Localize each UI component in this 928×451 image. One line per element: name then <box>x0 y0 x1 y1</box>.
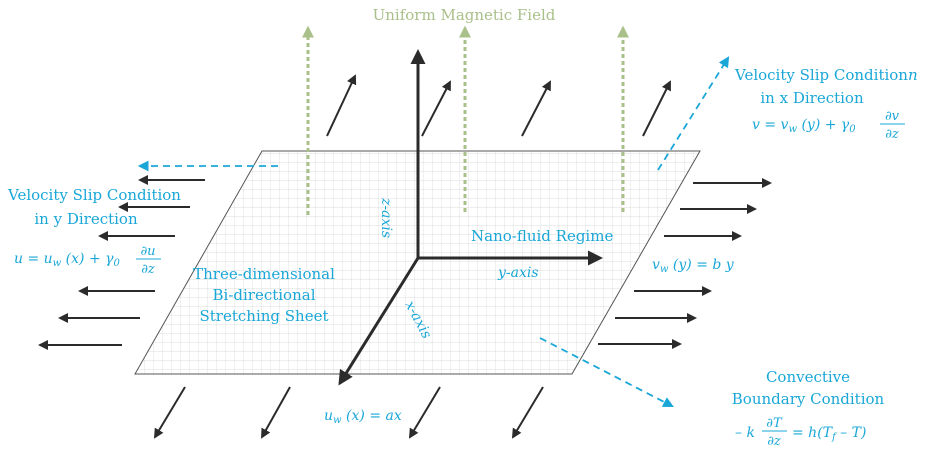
stretch-arrow-top-3 <box>521 80 551 137</box>
svg-text:v = vw (y) + γ0: v = vw (y) + γ0 <box>752 117 856 135</box>
z-axis-label: z-axis <box>378 197 394 238</box>
convective-label: Convective Boundary Condition – k ∂T ∂z … <box>732 368 885 449</box>
cyan-dashed-arrows <box>137 56 730 407</box>
svg-text:in x Direction: in x Direction <box>760 89 864 107</box>
stretch-arrow-bottom-1 <box>153 386 186 439</box>
svg-text:∂z: ∂z <box>767 434 781 449</box>
stretching-sheet <box>134 150 701 375</box>
nano-fluid-regime-label: Nano-fluid Regime <box>471 227 613 245</box>
svg-text:Boundary Condition: Boundary Condition <box>732 390 885 408</box>
stretch-arrow-top-2 <box>421 80 451 137</box>
vw-label: vw (y) = b y <box>652 257 735 275</box>
svg-text:Convective: Convective <box>766 368 850 386</box>
convective-arrow <box>539 337 674 407</box>
velocity-slip-x-label: Velocity Slip Conditionn in x Direction … <box>734 66 918 142</box>
svg-text:u = uw (x) + γ0: u = uw (x) + γ0 <box>14 251 121 269</box>
svg-text:∂z: ∂z <box>885 127 899 142</box>
stretch-arrow-bottom-2 <box>261 386 291 439</box>
velocity-slip-y-label: Velocity Slip Condition in y Direction u… <box>7 186 181 277</box>
stretch-arrow-top-1 <box>326 74 357 137</box>
y-axis-label: y-axis <box>497 265 539 281</box>
svg-text:= h(Tf – T): = h(Tf – T) <box>792 425 866 443</box>
stretching-arrows <box>38 74 772 439</box>
svg-text:in y Direction: in y Direction <box>34 210 138 228</box>
svg-text:– k: – k <box>735 425 755 441</box>
axes <box>338 49 603 386</box>
svg-text:∂T: ∂T <box>766 416 783 431</box>
x-axis-line <box>338 257 420 386</box>
svg-text:∂u: ∂u <box>140 244 155 259</box>
svg-text:∂z: ∂z <box>141 262 155 277</box>
svg-text:Bi-directional: Bi-directional <box>213 286 316 304</box>
sheet-label: Three-dimensional Bi-directional Stretch… <box>193 265 335 325</box>
svg-text:Stretching Sheet: Stretching Sheet <box>200 307 329 325</box>
svg-text:Velocity Slip Condition: Velocity Slip Condition <box>7 186 181 204</box>
slip-x-arrow <box>657 56 730 171</box>
stretch-arrow-top-4 <box>642 80 671 137</box>
stretch-arrow-bottom-4 <box>511 386 544 439</box>
magnetic-field-title: Uniform Magnetic Field <box>373 6 556 24</box>
svg-text:∂v: ∂v <box>885 109 900 124</box>
svg-text:Velocity Slip Conditionn: Velocity Slip Conditionn <box>734 66 918 84</box>
stretch-arrow-bottom-3 <box>408 386 441 439</box>
magnetic-field-arrows <box>302 25 629 215</box>
svg-text:Three-dimensional: Three-dimensional <box>193 265 335 283</box>
uw-label: uw (x) = ax <box>324 408 402 426</box>
